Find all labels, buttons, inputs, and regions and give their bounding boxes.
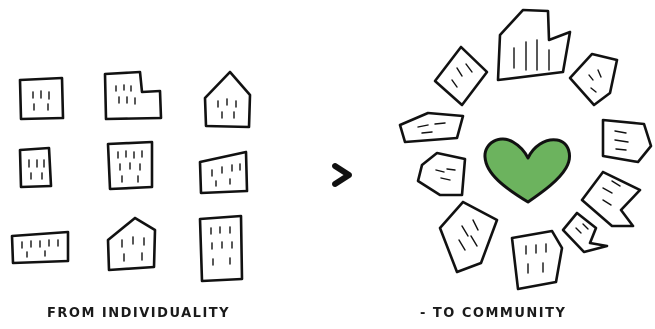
building-sketch bbox=[108, 142, 152, 189]
community-ring bbox=[400, 10, 651, 289]
building-sketch bbox=[418, 153, 465, 195]
building-sketch bbox=[512, 231, 562, 289]
building-sketch bbox=[200, 152, 247, 193]
heart-icon bbox=[485, 139, 569, 202]
building-sketch bbox=[435, 47, 487, 105]
building-sketch bbox=[603, 120, 651, 162]
individual-buildings-grid bbox=[12, 72, 250, 281]
building-sketch bbox=[570, 54, 617, 105]
caption-to-community: - TO COMMUNITY bbox=[420, 306, 566, 321]
chevron-right-icon bbox=[335, 166, 349, 184]
building-sketch bbox=[108, 218, 155, 270]
building-sketch bbox=[20, 148, 51, 187]
building-sketch bbox=[400, 113, 463, 142]
building-sketch bbox=[200, 216, 242, 281]
building-sketch bbox=[105, 72, 161, 119]
building-sketch bbox=[582, 172, 640, 226]
building-sketch bbox=[205, 72, 250, 127]
building-sketch bbox=[498, 10, 570, 80]
building-sketch bbox=[12, 232, 68, 263]
building-sketch bbox=[20, 78, 63, 119]
building-sketch bbox=[563, 213, 607, 252]
caption-from-individuality: FROM INDIVIDUALITY bbox=[47, 306, 230, 321]
building-sketch bbox=[440, 202, 497, 272]
